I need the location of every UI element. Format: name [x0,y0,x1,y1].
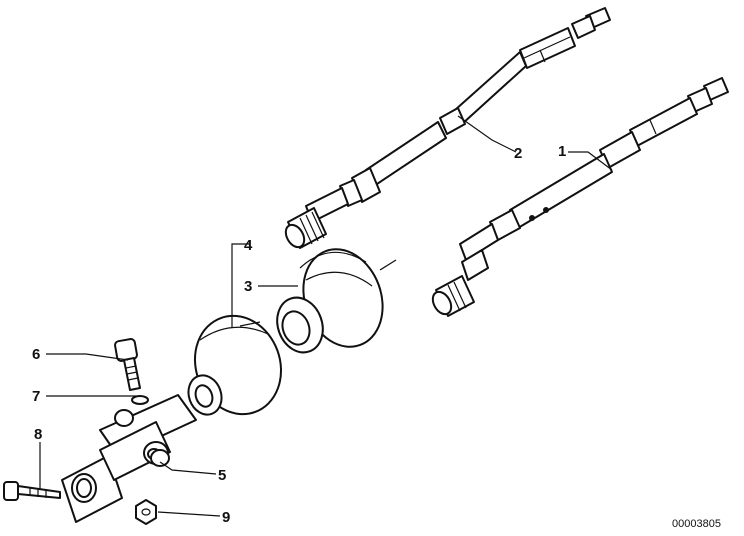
joint-bushing[interactable] [150,449,170,467]
callout-2: 2 [514,145,522,162]
callout-5: 5 [218,467,226,484]
callout-7: 7 [32,388,40,405]
rubber-boot-large[interactable] [270,238,397,359]
callout-labels: 1 2 3 4 5 6 7 8 9 [32,143,566,526]
steering-shaft-lower[interactable] [429,77,729,317]
document-number: 00003805 [672,518,721,530]
callout-6: 6 [32,346,40,363]
callout-4: 4 [244,237,253,254]
pinch-bolt[interactable] [3,481,61,501]
callout-8: 8 [34,426,42,443]
universal-joint[interactable] [61,394,197,523]
lock-washer[interactable] [131,395,149,405]
callout-9: 9 [222,509,230,526]
callout-3: 3 [244,278,252,295]
callout-1: 1 [558,143,566,160]
steering-shaft-upper[interactable] [282,7,611,250]
hex-nut[interactable] [135,499,157,525]
clamp-bolt[interactable] [114,338,141,391]
rubber-boot-small[interactable] [181,304,294,427]
leader-lines [39,115,613,517]
